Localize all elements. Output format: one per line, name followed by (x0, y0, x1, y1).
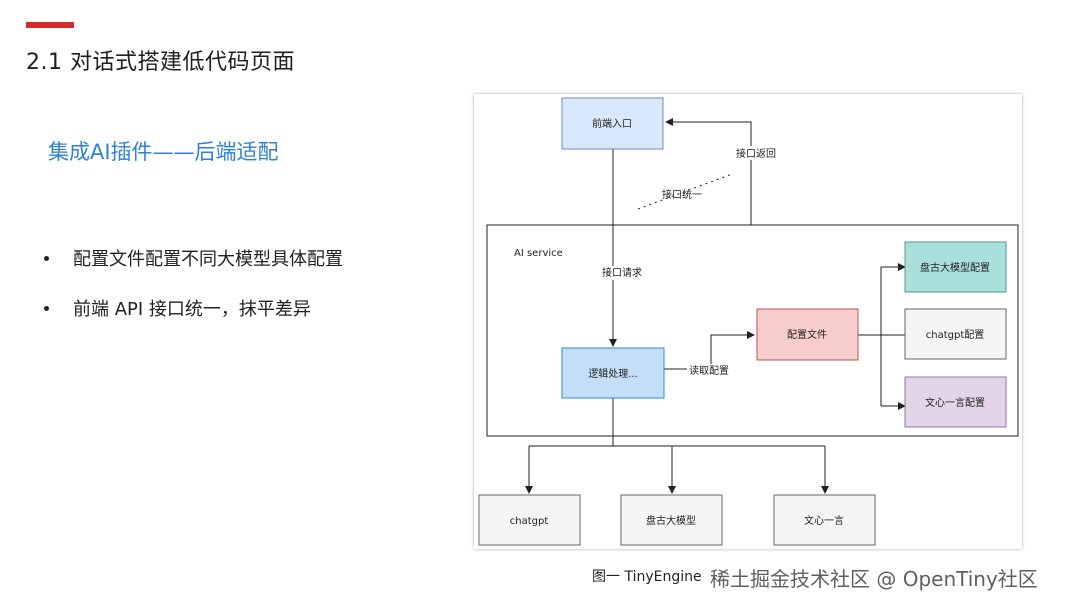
box-chatgpt-config: chatgpt配置 (904, 308, 1007, 360)
box-frontend-entry: 前端入口 (561, 97, 664, 150)
bullet-item: 前端 API 接口统一，抹平差异 (44, 295, 343, 321)
bullet-dot-icon (44, 305, 49, 311)
watermark: 稀土掘金技术社区 @ OpenTiny社区 (710, 567, 1038, 591)
connectors (525, 118, 906, 494)
bullet-list: 配置文件配置不同大模型具体配置 前端 API 接口统一，抹平差异 (44, 245, 343, 345)
bullet-item: 配置文件配置不同大模型具体配置 (44, 245, 343, 271)
ai-service-label: AI service (514, 248, 563, 259)
box-config-file: 配置文件 (756, 308, 859, 361)
box-pangu-config: 盘古大模型配置 (904, 241, 1007, 293)
svg-text:逻辑处理...: 逻辑处理... (588, 367, 638, 380)
label-interface-request: 接口请求 (602, 266, 642, 279)
architecture-diagram: AI service 接口返回 接口统一 (474, 94, 1022, 549)
slide-subtitle: 集成AI插件——后端适配 (48, 140, 279, 164)
box-chatgpt: chatgpt (478, 494, 581, 546)
svg-text:盘古大模型配置: 盘古大模型配置 (920, 261, 990, 274)
box-wenxin: 文心一言 (773, 494, 876, 546)
box-wenxin-config: 文心一言配置 (904, 376, 1007, 428)
arrow-read-config (664, 331, 755, 370)
svg-text:文心一言: 文心一言 (804, 514, 844, 527)
diagram-svg: AI service 接口返回 接口统一 (478, 97, 1019, 546)
label-interface-unified: 接口统一 (662, 188, 702, 201)
bullet-text: 前端 API 接口统一，抹平差异 (73, 299, 311, 320)
label-interface-return: 接口返回 (736, 147, 776, 160)
box-pangu: 盘古大模型 (620, 494, 723, 546)
ai-service-container: AI service (486, 224, 1019, 437)
figure-caption: 图一 TinyEngine (592, 569, 702, 585)
arrow-return (665, 118, 752, 225)
svg-text:盘古大模型: 盘古大模型 (646, 514, 696, 527)
svg-text:文心一言配置: 文心一言配置 (925, 396, 985, 409)
label-read-config: 读取配置 (689, 364, 729, 377)
svg-text:前端入口: 前端入口 (592, 117, 632, 130)
svg-text:chatgpt: chatgpt (510, 516, 549, 527)
title-accent-bar (26, 22, 74, 28)
bullet-dot-icon (44, 255, 49, 261)
svg-text:配置文件: 配置文件 (787, 328, 827, 341)
slide-title: 2.1 对话式搭建低代码页面 (26, 50, 295, 75)
box-logic: 逻辑处理... (561, 347, 665, 399)
bullet-text: 配置文件配置不同大模型具体配置 (73, 249, 343, 270)
svg-text:chatgpt配置: chatgpt配置 (926, 329, 985, 341)
